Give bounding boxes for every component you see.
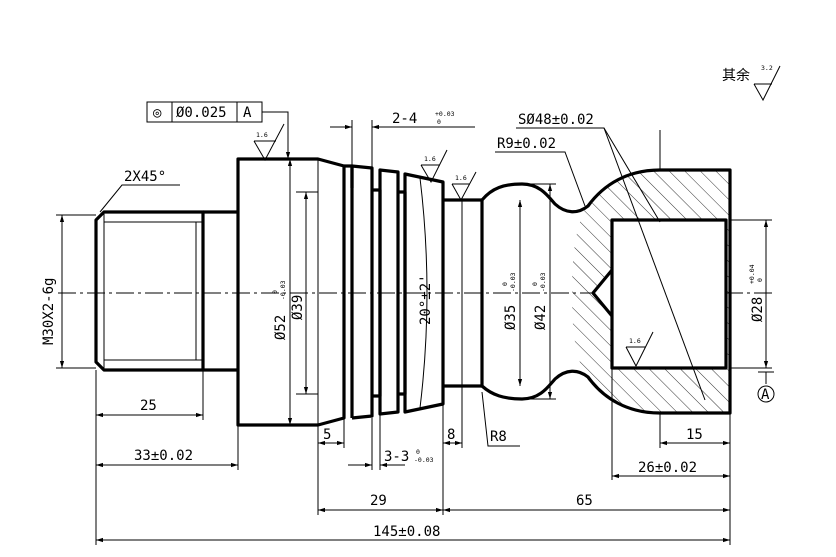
- d52-tol-lo: -0.03: [279, 280, 287, 300]
- dimension-lines: [56, 111, 772, 545]
- len-8-label: 8: [447, 427, 455, 443]
- len-29-label: 29: [370, 493, 387, 509]
- groove-bot-tol-hi: 0: [416, 448, 420, 456]
- groove-top-tol-lo: 0: [437, 118, 441, 126]
- len-145-label: 145±0.08: [373, 524, 440, 540]
- roughness-label-1: 1.6: [256, 131, 268, 139]
- d28-tol-hi: +0.04: [748, 264, 756, 284]
- roughness-symbols: [253, 65, 781, 368]
- len-26-label: 26±0.02: [638, 460, 697, 476]
- d28-tol-lo: 0: [756, 278, 764, 282]
- roughness-label-2: 1.6: [424, 155, 436, 163]
- r9-label: R9±0.02: [497, 136, 556, 152]
- thread-label: M30X2-6g: [41, 278, 57, 345]
- groove-top-label: 2-4: [392, 111, 417, 127]
- d52-group: Ø52 0 -0.03: [271, 280, 289, 340]
- general-roughness-prefix: 其余: [722, 67, 750, 84]
- d42-group: Ø42 0 -0.03: [531, 272, 549, 330]
- d39-label: Ø39: [290, 295, 306, 320]
- roughness-label-4: 1.6: [629, 337, 641, 345]
- roughness-label-3: 1.6: [455, 174, 467, 182]
- datum-label: A: [761, 387, 770, 403]
- len-5-label: 5: [323, 427, 331, 443]
- concentricity-symbol: ◎: [153, 105, 162, 121]
- d28-label: Ø28: [750, 297, 766, 322]
- d28-group: Ø28 +0.04 0: [748, 264, 766, 322]
- general-roughness-value: 3.2: [761, 64, 773, 72]
- tolerance-datum: A: [243, 105, 252, 121]
- tolerance-frame: [146, 101, 263, 123]
- groove-top-tol-hi: +0.03: [435, 110, 455, 118]
- d52-tol-hi: 0: [271, 290, 279, 294]
- r8-label: R8: [490, 429, 507, 445]
- groove-bot-tol-lo: -0.03: [414, 456, 434, 464]
- d35-tol-lo: -0.03: [509, 272, 517, 292]
- taper-label: 20°±2': [418, 274, 434, 325]
- len-65-label: 65: [576, 493, 593, 509]
- d35-label: Ø35: [503, 305, 519, 330]
- len-25-label: 25: [140, 398, 157, 414]
- d42-label: Ø42: [533, 305, 549, 330]
- chamfer-label: 2X45°: [124, 169, 166, 185]
- d42-tol-lo: -0.03: [539, 272, 547, 292]
- d35-group: Ø35 0 -0.03: [501, 272, 519, 330]
- d42-tol-hi: 0: [531, 282, 539, 286]
- len-15-label: 15: [686, 427, 703, 443]
- sphere-dim-label: SØ48±0.02: [518, 112, 594, 128]
- d52-label: Ø52: [273, 315, 289, 340]
- part-outline: [94, 157, 732, 427]
- tolerance-value: Ø0.025: [176, 105, 227, 121]
- datum-symbol: [757, 371, 775, 403]
- len-33-label: 33±0.02: [134, 448, 193, 464]
- groove-bot-label: 3-3: [384, 449, 409, 465]
- d35-tol-hi: 0: [501, 282, 509, 286]
